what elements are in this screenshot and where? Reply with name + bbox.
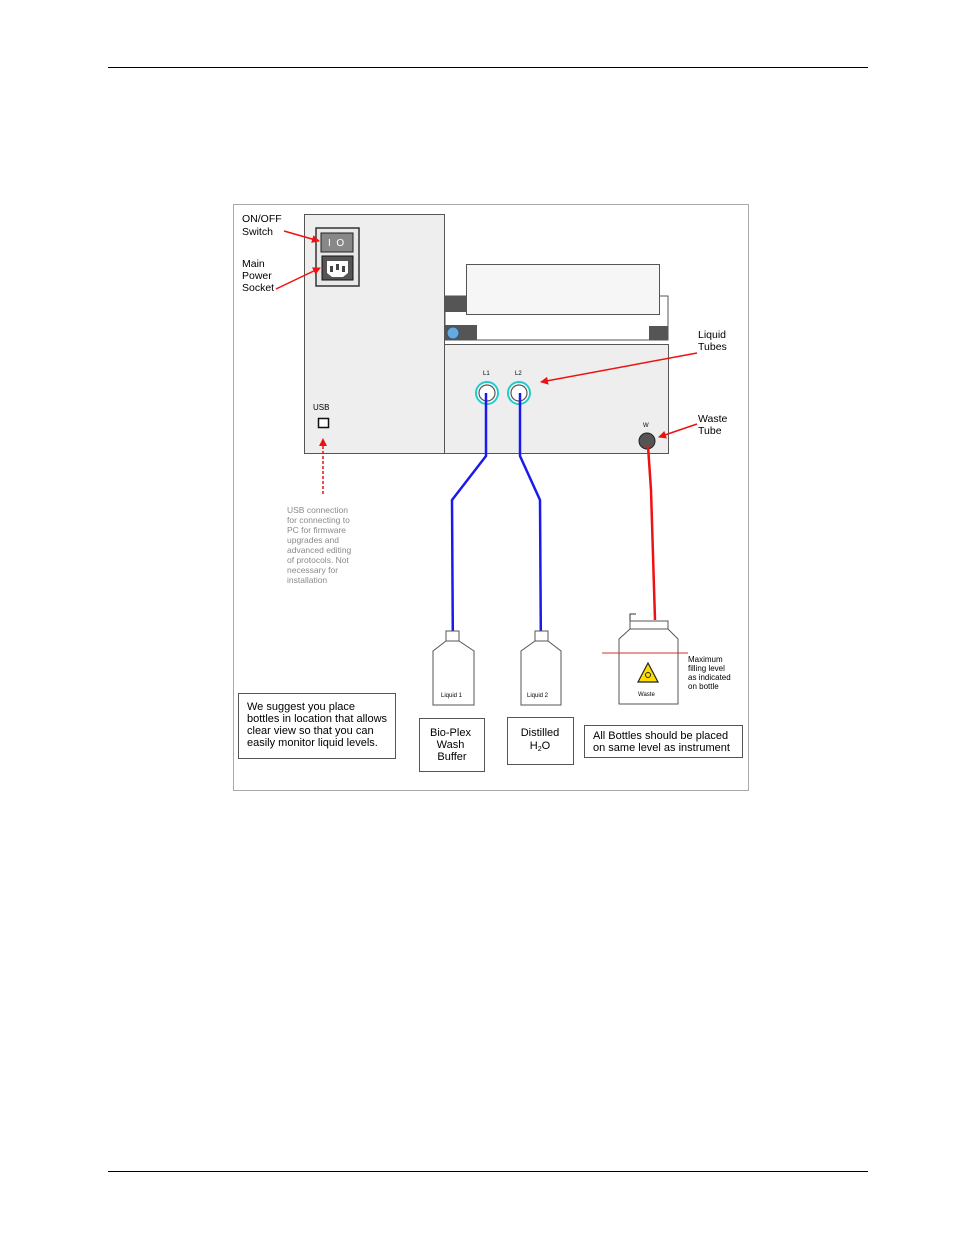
level-box: All Bottles should be placed on same lev… [584,725,743,758]
switch-arrow [283,230,320,243]
on-off-switch [320,232,354,253]
svg-text:Distilled: Distilled [521,727,560,739]
footer-rule [108,1171,868,1172]
liquid-tubes-label: Liquid Tubes [698,329,729,353]
liquid1-tube [450,393,488,665]
power-pin-center [336,264,339,270]
usb-label: USB [313,403,329,412]
waste-tube [646,445,657,621]
svg-text:We suggest you place bot: We suggest you place bottles in location… [247,701,390,749]
switch-symbols: I O [328,238,344,249]
power-arrow [275,267,321,290]
svg-text:Bio-Plex Wash Buff: Bio-Plex Wash Buffer [430,727,474,763]
usb-port [317,417,330,429]
max-fill-label: Maximum filling level as indicated on bo… [688,655,733,691]
suggest-box: We suggest you place bottles in location… [238,693,396,759]
switch-label: ON/OFF Switch [242,213,285,238]
tray-lid [466,264,660,315]
power-pin-right [342,266,345,272]
waste-tube-arrow [658,423,698,439]
svg-text:All Bottles should be placed: All Bottles should be placed on same lev… [593,730,731,754]
liquid1-bottle-label: Liquid 1 [441,693,463,699]
liquid1-bottle: Liquid 1 [432,630,475,706]
liquid2-bottle-label: Liquid 2 [527,693,549,699]
instrument-body: I O USB L1 L2 W [304,214,669,454]
usb-note: USB connection for connecting to PC for … [287,505,354,585]
liquid-tubes-arrow [540,352,698,385]
port-l2-label: L2 [515,371,522,377]
tray-dark-right [649,326,668,340]
bioplex-box: Bio-Plex Wash Buffer [419,718,485,772]
port-w-label: W [643,423,649,429]
header-rule [108,67,868,68]
power-label: Main Power Socket [242,258,275,294]
power-pin-left [330,266,333,272]
svg-text:H2O: H2O [530,740,551,753]
waste-tube-label: Waste Tube [698,413,730,437]
liquid2-bottle: Liquid 2 [520,630,562,706]
liquid2-tube [518,393,543,665]
waste-bottle-label: Waste [638,692,655,698]
distilled-box: Distilled H2O [507,717,574,765]
port-l1-label: L1 [483,371,490,377]
tray-knob [446,326,460,340]
tray-dark-left [445,296,469,312]
waste-bottle: Waste [602,613,688,705]
